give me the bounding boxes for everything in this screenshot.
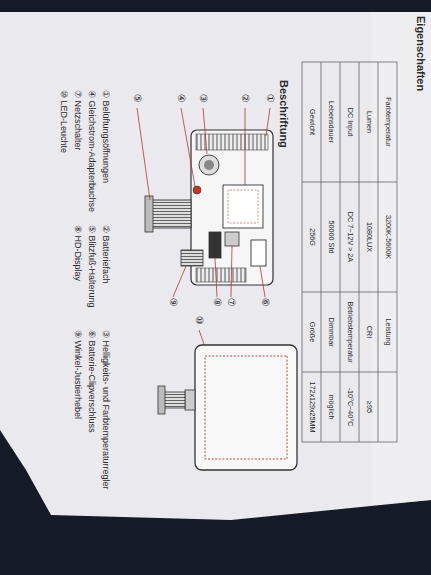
legend-item: ⑦ Netzschalter: [73, 90, 83, 151]
callout-number: ⑤: [132, 94, 144, 103]
callout-number: ④: [176, 94, 188, 103]
legend-item: ⑨ Winkel-Justierhebel: [73, 330, 83, 419]
table-cell: Lebensdauer: [321, 62, 340, 182]
table-cell: DC Input: [340, 62, 359, 182]
table-cell: Gewicht: [302, 62, 321, 182]
legend-item: ⑥ Batterie-Clipverschluss: [87, 330, 97, 433]
table-cell: 1080LUX: [359, 182, 378, 292]
callout-number: ①: [265, 94, 277, 103]
table-cell: -10°C~40°C: [340, 372, 359, 442]
table-cell: Farbtemperatur: [378, 62, 397, 182]
callout-number: ②: [240, 94, 252, 103]
legend-item: ③ Helligkeits- und Farbtemperaturregler: [101, 330, 111, 490]
legend-item: ⑤ Blitzfuß-Halterung: [87, 225, 97, 308]
table-cell: Dimmbar: [321, 292, 340, 372]
table-cell: Lumen: [359, 62, 378, 182]
legend-item: ⑩ LED-Leuchte: [59, 90, 69, 153]
table-cell: Leistung: [378, 292, 397, 372]
table-cell: Betriebstemperatur: [340, 292, 359, 372]
legend-item: ④ Gleichstrom-Adapterbuchse: [87, 90, 97, 212]
table-cell: 50000 Std: [321, 182, 340, 292]
section-heading: Eigenschaften: [414, 16, 427, 91]
callout-number: ⑨: [168, 298, 180, 307]
table-cell: 172x129x25MM: [302, 372, 321, 442]
section-heading: Beschriftung: [277, 80, 290, 148]
table-cell: Größe: [302, 292, 321, 372]
table-cell: DC 7~12V > 2A: [340, 182, 359, 292]
callout-number: ⑦: [226, 298, 238, 307]
legend-item: ① Belüftungsöffnungen: [101, 90, 111, 183]
table-cell: 256G: [302, 182, 321, 292]
legend-item: ⑧ HD-Display: [73, 225, 83, 281]
table-cell: ≥95: [359, 372, 378, 442]
table-cell: CRI: [359, 292, 378, 372]
legend-item: ② Batteriefach: [101, 225, 111, 284]
callout-number: ⑧: [212, 298, 224, 307]
callout-number: ⑩: [194, 316, 206, 325]
table-cell: möglich: [321, 372, 340, 442]
callout-number: ⑥: [260, 298, 272, 307]
callout-number: ③: [198, 94, 210, 103]
table-cell: 3200K-5600K: [378, 182, 397, 292]
